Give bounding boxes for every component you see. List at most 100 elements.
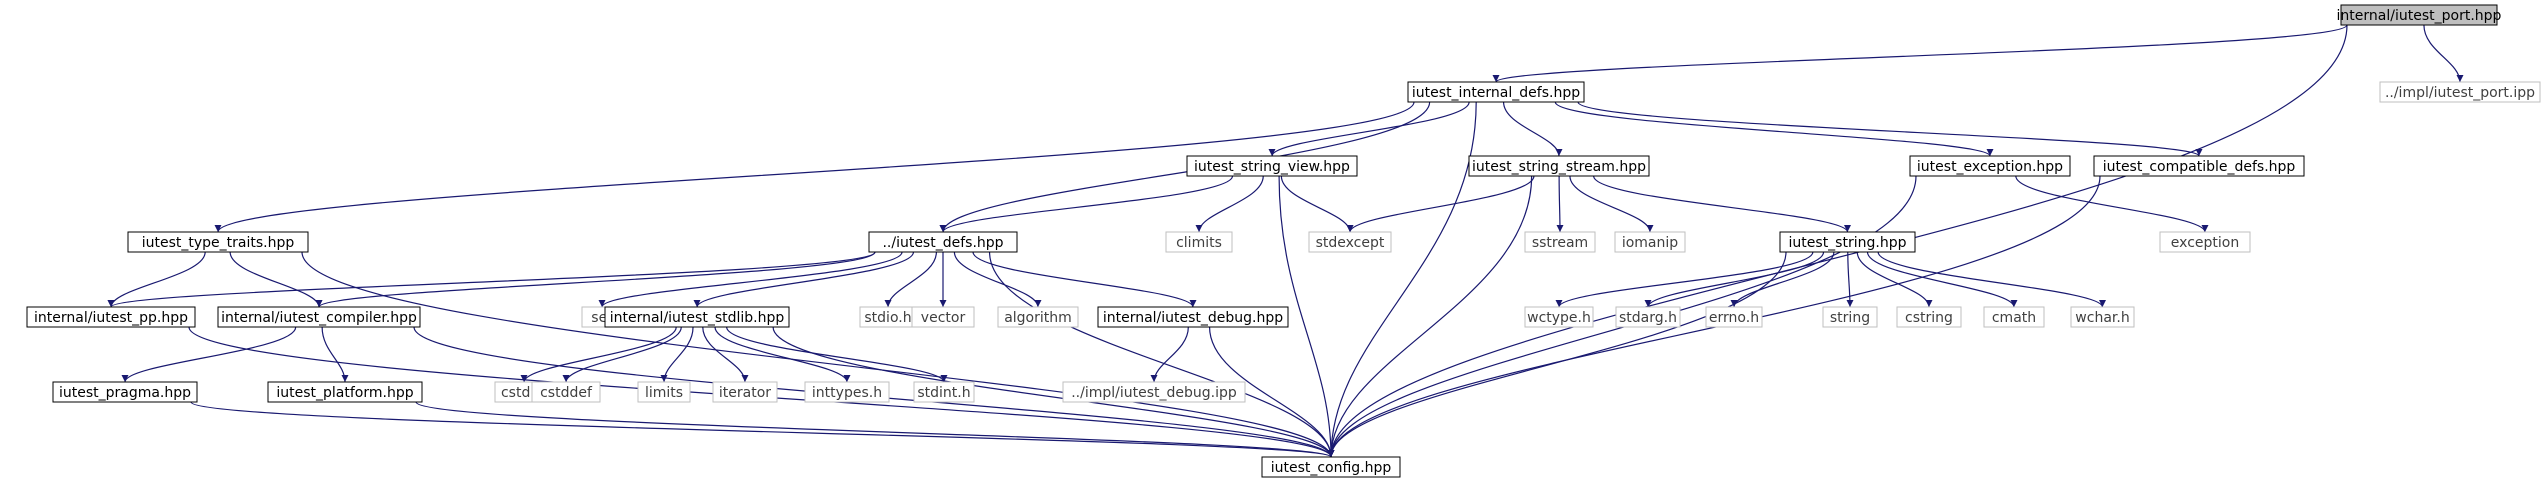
edge-internal-defs-to-string-stream bbox=[1502, 101, 1563, 157]
node-sstream: sstream bbox=[1524, 231, 1596, 253]
node-box-defs bbox=[868, 231, 1018, 253]
node-box-exception-hpp bbox=[1909, 155, 2071, 177]
node-box-type-traits bbox=[127, 231, 309, 253]
node-label-compatible-defs: iutest_compatible_defs.hpp bbox=[2103, 159, 2296, 175]
node-label-stdarg: stdarg.h bbox=[1619, 310, 1677, 326]
node-internal-defs[interactable]: iutest_internal_defs.hpp bbox=[1407, 81, 1585, 103]
node-label-pragma: iutest_pragma.hpp bbox=[59, 385, 191, 401]
node-label-string: string bbox=[1830, 310, 1870, 326]
edge-string-stream-to-sstream bbox=[1556, 175, 1564, 233]
node-errno: errno.h bbox=[1705, 306, 1763, 328]
node-pragma[interactable]: iutest_pragma.hpp bbox=[52, 381, 198, 403]
node-string-hpp[interactable]: iutest_string.hpp bbox=[1779, 231, 1916, 253]
edge-defs-to-stdio bbox=[884, 251, 937, 308]
edge-type-traits-to-config bbox=[301, 251, 1335, 458]
node-box-stdint bbox=[913, 381, 975, 403]
node-label-type-traits: iutest_type_traits.hpp bbox=[142, 235, 295, 251]
edge-defs-to-debug bbox=[972, 251, 1197, 308]
node-box-pp bbox=[26, 306, 196, 328]
edge-internal-defs-to-type-traits bbox=[214, 101, 1415, 233]
node-box-iterator bbox=[712, 381, 778, 403]
node-limits: limits bbox=[637, 381, 691, 403]
edge-string-view-to-climits bbox=[1195, 175, 1264, 233]
edge-string-view-to-stdexcept bbox=[1280, 175, 1354, 233]
node-platform[interactable]: iutest_platform.hpp bbox=[267, 381, 423, 403]
node-label-port: internal/iutest_port.hpp bbox=[2337, 8, 2502, 24]
node-box-pragma bbox=[52, 381, 198, 403]
node-box-algorithm bbox=[997, 306, 1079, 328]
node-port[interactable]: internal/iutest_port.hpp bbox=[2337, 4, 2502, 26]
edge-exception-hpp-to-exception bbox=[2015, 175, 2209, 233]
edge-string-stream-to-config bbox=[1327, 175, 1533, 458]
node-box-cstddef bbox=[531, 381, 601, 403]
node-label-config: iutest_config.hpp bbox=[1271, 460, 1392, 476]
node-box-stdexcept bbox=[1308, 231, 1392, 253]
node-box-port bbox=[2340, 4, 2498, 26]
node-vector: vector bbox=[911, 306, 975, 328]
node-type-traits[interactable]: iutest_type_traits.hpp bbox=[127, 231, 309, 253]
node-exception-hpp[interactable]: iutest_exception.hpp bbox=[1909, 155, 2071, 177]
node-label-impl-port: ../impl/iutest_port.ipp bbox=[2385, 85, 2535, 101]
edge-type-traits-to-compiler bbox=[229, 251, 323, 308]
node-label-cmath: cmath bbox=[1992, 310, 2036, 326]
edges-layer bbox=[107, 24, 2464, 458]
node-box-stdlib bbox=[604, 306, 790, 328]
node-label-wchar: wchar.h bbox=[2075, 310, 2129, 326]
node-label-stdexcept: stdexcept bbox=[1316, 235, 1385, 251]
edge-port-to-internal-defs bbox=[1492, 24, 2348, 83]
edge-string-hpp-to-string bbox=[1846, 251, 1854, 308]
node-label-stdlib: internal/iutest_stdlib.hpp bbox=[610, 310, 785, 326]
node-box-stdarg bbox=[1615, 306, 1681, 328]
node-label-compiler: internal/iutest_compiler.hpp bbox=[221, 310, 417, 326]
node-impl-debug: ../impl/iutest_debug.ipp bbox=[1062, 381, 1246, 403]
node-label-defs: ../iutest_defs.hpp bbox=[882, 235, 1003, 251]
node-compiler[interactable]: internal/iutest_compiler.hpp bbox=[217, 306, 421, 328]
edge-string-stream-to-iomanip bbox=[1569, 175, 1654, 233]
node-stdlib[interactable]: internal/iutest_stdlib.hpp bbox=[604, 306, 790, 328]
edge-string-view-to-config bbox=[1278, 175, 1335, 458]
node-box-sstream bbox=[1524, 231, 1596, 253]
node-label-debug: internal/iutest_debug.hpp bbox=[1103, 310, 1283, 326]
node-box-inttypes bbox=[804, 381, 890, 403]
node-config[interactable]: iutest_config.hpp bbox=[1261, 456, 1401, 478]
node-wctype: wctype.h bbox=[1524, 306, 1594, 328]
node-box-errno bbox=[1705, 306, 1763, 328]
node-iomanip: iomanip bbox=[1614, 231, 1686, 253]
edge-string-stream-to-stdexcept bbox=[1346, 175, 1535, 233]
node-iterator: iterator bbox=[712, 381, 778, 403]
node-exception: exception bbox=[2159, 231, 2251, 253]
edge-stdlib-to-inttypes bbox=[714, 326, 851, 383]
node-label-impl-debug: ../impl/iutest_debug.ipp bbox=[1071, 385, 1237, 401]
node-string-view[interactable]: iutest_string_view.hpp bbox=[1186, 155, 1358, 177]
node-label-iomanip: iomanip bbox=[1622, 235, 1678, 251]
edge-string-view-to-defs bbox=[939, 175, 1234, 233]
edge-defs-to-compiler bbox=[315, 251, 876, 308]
node-string-stream[interactable]: iutest_string_stream.hpp bbox=[1468, 155, 1650, 177]
edge-pragma-to-config bbox=[190, 401, 1335, 458]
node-box-string-view bbox=[1186, 155, 1358, 177]
edge-string-hpp-to-stdarg bbox=[1644, 251, 1825, 308]
edge-internal-defs-to-config bbox=[1327, 101, 1477, 458]
node-box-debug bbox=[1097, 306, 1289, 328]
node-stdint: stdint.h bbox=[913, 381, 975, 403]
node-cstring: cstring bbox=[1896, 306, 1962, 328]
node-box-string bbox=[1822, 306, 1878, 328]
node-algorithm: algorithm bbox=[997, 306, 1079, 328]
node-defs[interactable]: ../iutest_defs.hpp bbox=[868, 231, 1018, 253]
node-inttypes: inttypes.h bbox=[804, 381, 890, 403]
node-label-string-view: iutest_string_view.hpp bbox=[1194, 159, 1350, 175]
node-climits: climits bbox=[1165, 231, 1233, 253]
edge-defs-to-config bbox=[988, 251, 1335, 458]
edge-string-hpp-to-wctype bbox=[1555, 251, 1814, 308]
node-stdarg: stdarg.h bbox=[1615, 306, 1681, 328]
edge-platform-to-config bbox=[415, 401, 1335, 458]
node-debug[interactable]: internal/iutest_debug.hpp bbox=[1097, 306, 1289, 328]
node-label-iterator: iterator bbox=[719, 385, 771, 401]
node-compatible-defs[interactable]: iutest_compatible_defs.hpp bbox=[2093, 155, 2305, 177]
edge-defs-to-stdlib bbox=[693, 251, 915, 308]
node-pp[interactable]: internal/iutest_pp.hpp bbox=[26, 306, 196, 328]
node-box-wctype bbox=[1524, 306, 1594, 328]
edge-string-hpp-to-cstring bbox=[1856, 251, 1933, 308]
node-label-internal-defs: iutest_internal_defs.hpp bbox=[1412, 85, 1580, 101]
node-stdio: stdio.h bbox=[859, 306, 917, 328]
